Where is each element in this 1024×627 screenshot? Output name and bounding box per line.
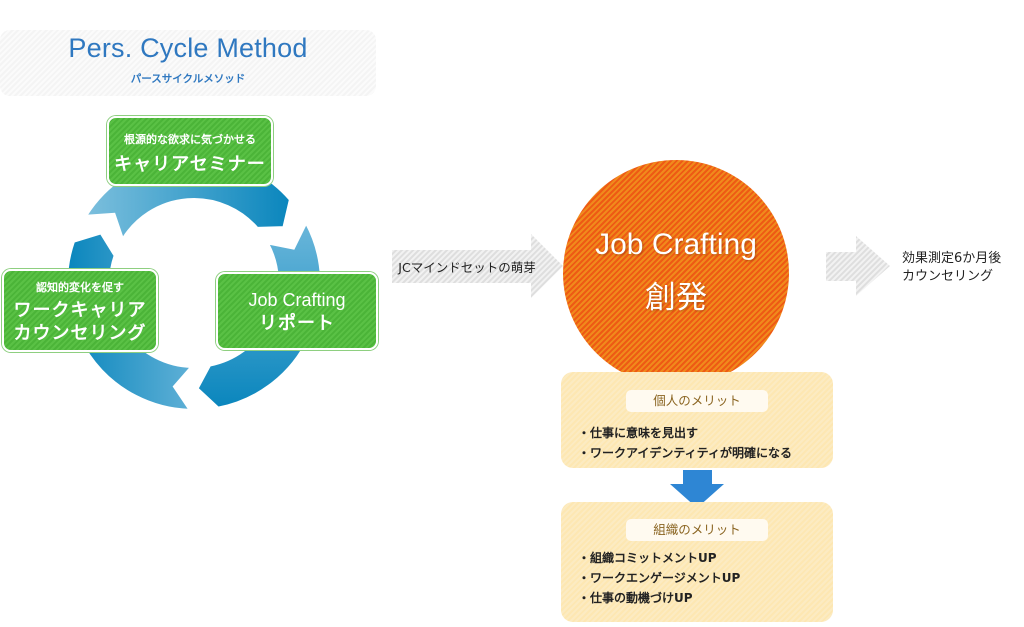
individual-merit-heading: 個人のメリット <box>626 390 768 412</box>
step-counseling-title-2: カウンセリング <box>13 323 147 344</box>
followup-line-2: カウンセリング <box>902 269 994 284</box>
individual-merit-list: ・仕事に意味を見出す ・ワークアイデンティティが明確になる <box>578 423 792 463</box>
followup-line-1: 効果測定6か月後 <box>902 251 1002 266</box>
merit-item: ・仕事に意味を見出す <box>578 426 699 440</box>
step-job-crafting-report: Job Crafting リポート <box>216 272 378 350</box>
diagram-title: Pers. Cycle Method <box>68 33 308 63</box>
circle-subtitle: 創発 <box>645 280 707 316</box>
circle-title: Job Crafting <box>595 228 757 261</box>
arrow-to-job-crafting <box>392 234 563 298</box>
merit-item: ・ワークエンゲージメントUP <box>578 571 741 585</box>
merit-item: ・組織コミットメントUP <box>578 551 717 565</box>
followup-label: 効果測定6か月後 カウンセリング <box>902 250 1024 286</box>
organization-merit-list: ・組織コミットメントUP ・ワークエンゲージメントUP ・仕事の動機づけUP <box>578 548 740 608</box>
step-report-title-1: Job Crafting <box>248 290 346 310</box>
diagram-subtitle: パースサイクルメソッド <box>130 73 246 85</box>
mindset-label: JCマインドセットの萌芽 <box>398 260 536 275</box>
merit-item: ・仕事の動機づけUP <box>578 591 693 605</box>
organization-merit-heading: 組織のメリット <box>626 519 768 541</box>
arrow-to-followup <box>826 236 890 296</box>
step-work-career-counseling: 認知的変化を促す ワークキャリア カウンセリング <box>2 269 158 352</box>
step-seminar-caption: 根源的な欲求に気づかせる <box>124 133 256 146</box>
step-report-title-2: リポート <box>259 313 335 334</box>
step-counseling-caption: 認知的変化を促す <box>36 281 124 294</box>
merit-item: ・ワークアイデンティティが明確になる <box>578 446 792 460</box>
title-banner <box>0 30 376 96</box>
individual-merit-box <box>561 372 833 468</box>
step-career-seminar: 根源的な欲求に気づかせる キャリアセミナー <box>107 116 273 186</box>
job-crafting-circle <box>563 160 789 386</box>
step-seminar-title: キャリアセミナー <box>114 154 266 175</box>
down-arrow-icon <box>670 470 724 508</box>
step-counseling-title-1: ワークキャリア <box>13 300 147 321</box>
